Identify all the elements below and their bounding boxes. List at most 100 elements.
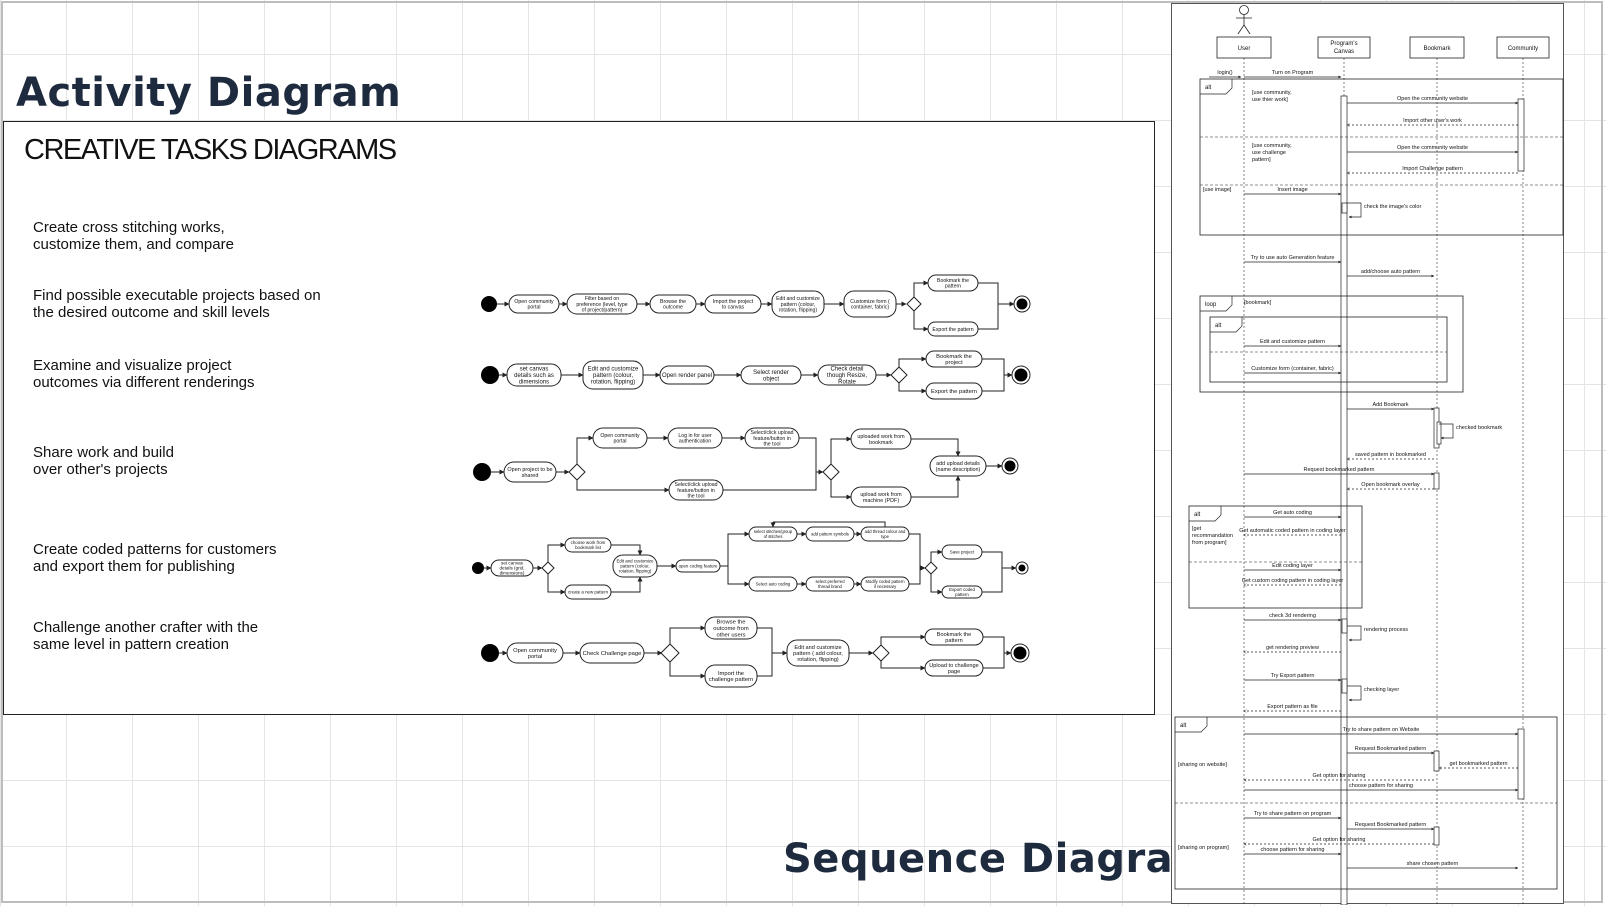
flow-line [773,521,886,527]
activity-label: add upload details(name description) [936,461,981,473]
combined-fragment [1188,505,1363,609]
end-node-inner [1004,460,1016,472]
flow-arrow [930,574,943,595]
task-label: Share work and build over other's projec… [33,444,174,478]
flow-arrow [830,480,852,500]
fragment-tab [1210,317,1243,333]
flow-line [909,533,921,585]
flow-line [982,358,1005,392]
message-label: saved pattern in bookmarked [1355,452,1426,458]
message-label: check the image's color [1364,204,1421,210]
flow-arrow [880,661,926,671]
start-node [472,562,484,574]
message-label: share chosen pattern [1407,861,1459,867]
start-node [473,463,491,481]
flow-line [982,551,1003,593]
message-label: Get option for sharing [1313,773,1366,779]
task-label: Examine and visualize project outcomes v… [33,357,255,391]
start-node [481,644,499,662]
activation-bar [1341,618,1348,634]
guard-label: use thier work] [1252,97,1288,103]
task-label: Challenge another crafter with the same … [33,619,259,653]
message-label: check 3d rendering [1269,613,1316,619]
start-node [481,296,497,312]
task-label: Create coded patterns for customers and … [33,541,277,575]
fragment-tab [1200,296,1233,312]
fragment-label: loop [1205,302,1217,308]
flow-arrow [547,542,566,562]
end-node-inner [1013,646,1027,660]
fragment-label: alt [1205,85,1212,91]
decision-node [872,644,890,662]
message-label: Try to share pattern on Website [1343,727,1420,733]
message-label: Edit and customize pattern [1260,339,1325,345]
guard-label: [use community, [1252,143,1292,149]
guard-label: [get [1192,526,1202,532]
flow-arrow [911,438,961,457]
message-label: get bookmarked pattern [1449,761,1507,767]
activity-label: Export the pattern [931,389,977,395]
lifeline-label: User [1238,46,1251,52]
message-label: Export pattern as file [1267,704,1317,710]
activity-label: add pattern symbols [811,531,849,536]
flow-line [983,636,1005,669]
message-label: Try to share pattern on program [1254,811,1332,817]
sequence-diagram-heading: Sequence Diagram [783,836,1216,882]
card-title: CREATIVE TASKS DIAGRAMS [24,134,397,166]
message-label: checking layer [1364,687,1399,693]
message-label: Edit coding layer [1272,563,1313,569]
end-node-inner [1016,298,1028,310]
task-label: Find possible executable projects based … [33,287,321,321]
flow-arrow [911,475,961,498]
guard-label: [sharing on website] [1178,762,1227,768]
actor-icon [1239,5,1249,15]
guard-label: [use image] [1203,187,1232,193]
message-label: rendering process [1364,627,1408,633]
fragment-tab [1200,79,1233,95]
lifeline-label: Community [1508,46,1538,52]
flow-arrow [830,436,852,464]
flow-arrow [913,311,929,332]
self-message [1347,202,1362,219]
message-label: choose pattern for sharing [1261,847,1325,853]
activity-label: Open render panel [662,373,712,379]
message-label: Open bookmark overlay [1361,482,1420,488]
flow-arrow [576,435,594,464]
self-message [1439,423,1454,440]
flow-arrow [913,280,929,297]
message-label: Get automatic coded pattern in coding la… [1239,528,1346,534]
message-label: add/choose auto pattern [1361,269,1420,275]
guard-label: [sharing on program] [1178,845,1229,851]
end-node-inner [1014,368,1028,382]
message-label: Add Bookmark [1372,402,1408,408]
fragment-tab [1189,506,1222,522]
flow-line [723,437,817,491]
guard-label: use challenge [1252,150,1286,156]
message-label: Request Bookmarked pattern [1355,746,1427,752]
